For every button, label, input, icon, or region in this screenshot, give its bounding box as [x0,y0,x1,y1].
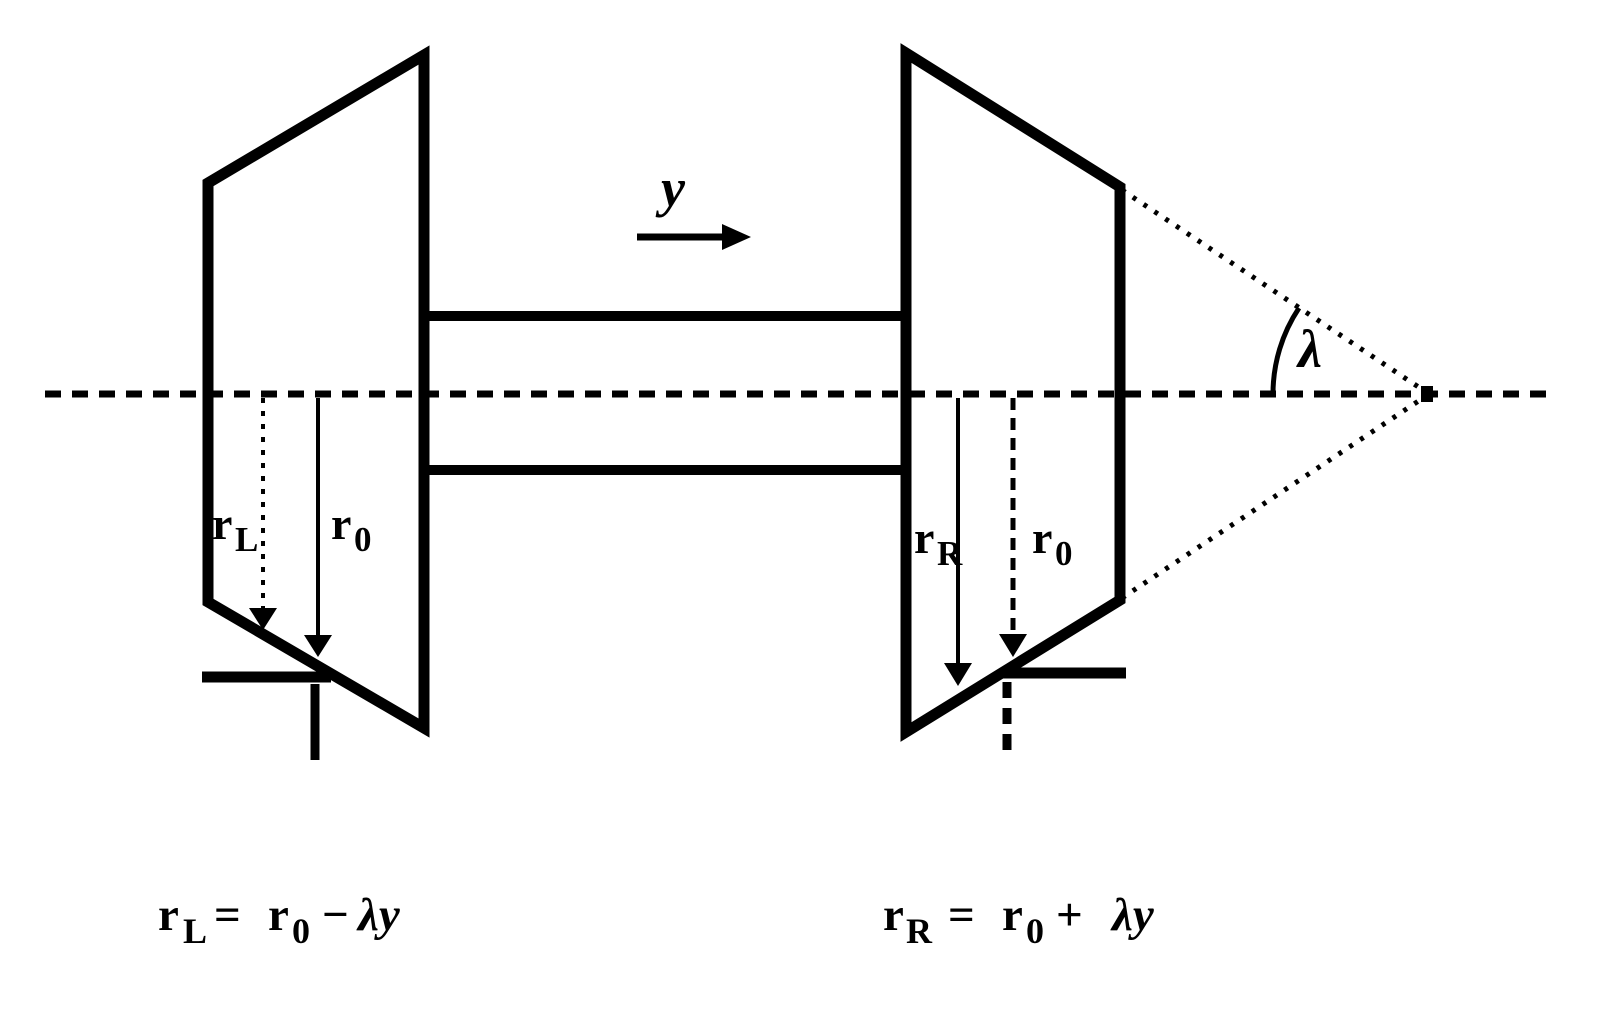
left-nominal-radius-label: r0 [331,498,372,559]
left-wheel-profile [202,45,430,738]
cone-angle-label: λ [1296,319,1322,379]
lateral-displacement-label: y [655,158,686,218]
right-radius-r0-arrowhead-icon [999,634,1027,657]
lateral-arrow-head-icon [722,224,751,250]
cone-extension-lower-dotted [1120,393,1428,601]
right-wheel-radius-label: rR [914,512,963,573]
cone-angle-arc [1270,306,1302,395]
cone-extension-upper-dotted [1120,187,1428,395]
left-radius-r0-arrowhead-icon [304,635,332,657]
left-wheel-radius-label: rL [212,498,258,559]
cone-apex-point [1421,386,1433,402]
right-radius-rr-arrowhead-icon [944,663,972,686]
left-radius-rl-arrowhead-icon [249,608,277,630]
right-wheel-profile [900,43,1126,742]
right-wheel-radius-equation: rR=r0+λy [883,889,1154,951]
right-nominal-radius-label: r0 [1032,512,1073,573]
